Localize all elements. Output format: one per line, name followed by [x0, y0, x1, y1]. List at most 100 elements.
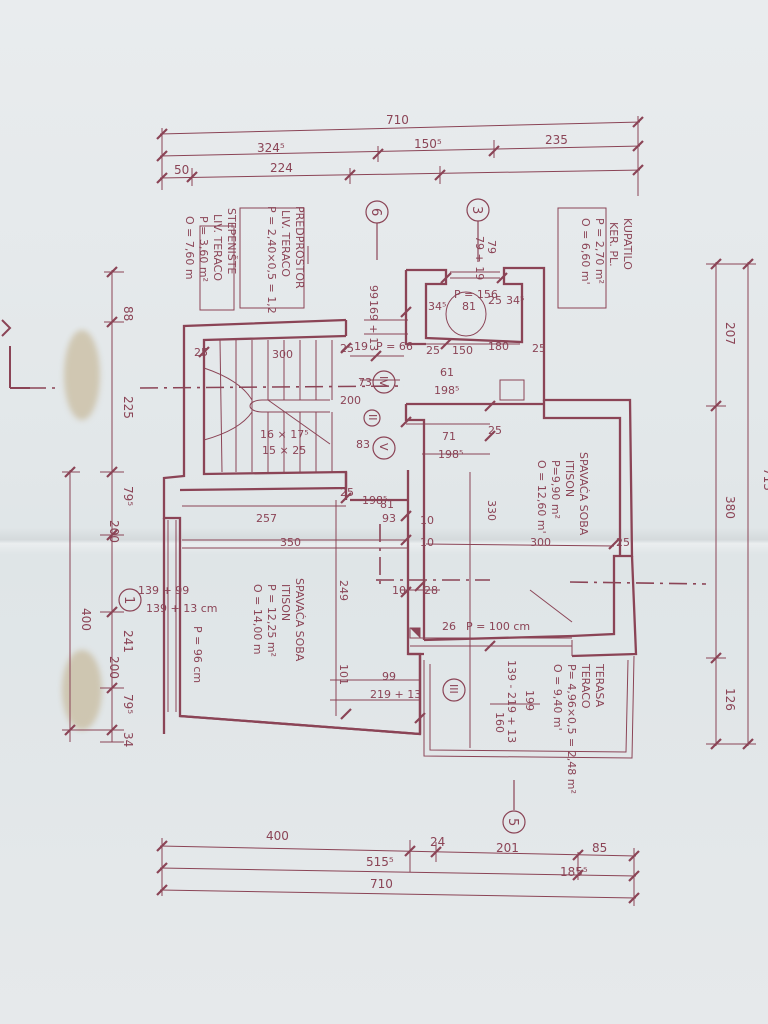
dim-99-a: 99	[367, 285, 380, 299]
spavaca2-line-4: O = 14,00 m	[251, 584, 264, 655]
dim-81-b: 81	[380, 498, 394, 511]
dim-25-a: 25	[194, 346, 208, 359]
spavaca1-line-2: ITISON	[563, 460, 576, 497]
dim-300-stair: 300	[272, 348, 293, 361]
dim-180: 180	[488, 340, 509, 353]
staircase	[203, 339, 333, 473]
center-lines	[28, 385, 707, 590]
axis-label-5: 5	[505, 818, 520, 826]
paper-stain	[64, 330, 100, 420]
terasa-line-3: P= 4,96×0,5 = 2,48 m²	[565, 664, 578, 794]
dim-left-400: 400	[79, 608, 93, 631]
stepeniste-line-3: P = 3,60 m²	[197, 216, 210, 282]
top-dimension-chain	[156, 116, 644, 196]
dim-top-total: 710	[386, 113, 409, 127]
axis-label-6: 6	[368, 208, 383, 216]
dim-139-99: 139 + 99	[138, 584, 189, 597]
mark-iii: III	[447, 684, 460, 694]
spavaca1-line-1: SPAVAĆA SOBA	[577, 452, 590, 536]
dim-right-total: 713	[761, 468, 768, 491]
dim-25-g: 25	[340, 486, 354, 499]
dim-top-sub-b: 224	[270, 161, 293, 175]
dim-p66: P = 66	[376, 340, 413, 353]
dim-10-a: 10	[420, 514, 434, 527]
dim-bottom-seg-a: 515⁵	[366, 855, 394, 869]
dim-25-e: 25	[488, 294, 502, 307]
dim-1985-a: 198⁵	[434, 384, 459, 397]
stepeniste-line-4: O = 7,60 m	[183, 216, 196, 280]
dim-101: 101	[337, 664, 350, 685]
dim-25-h: 25	[616, 536, 630, 549]
dim-81-a: 81	[462, 300, 476, 313]
dim-169: 169 + 13	[367, 300, 380, 351]
dim-right-380: 380	[723, 496, 737, 519]
paper-stain	[62, 650, 102, 730]
dim-top-sub-a: 50	[174, 163, 189, 177]
terasa-line-2: TERACO	[579, 663, 592, 709]
dim-top-seg-a: 324⁵	[257, 141, 285, 155]
predprostor-line-1: PREDPROSTOR	[293, 206, 306, 289]
dim-345-a: 34⁵	[428, 300, 446, 313]
dim-73: 73	[358, 376, 372, 389]
left-dimension-chain	[62, 266, 124, 743]
inner-dimension-texts: 300 25 25 16 × 17⁵ 15 × 25 99 169 + 13 7…	[138, 236, 630, 743]
kupatilo-line-2: KER. PL.	[607, 222, 620, 267]
mark-ii: II	[366, 414, 379, 421]
dim-99-b: 99	[382, 670, 396, 683]
corner-marker	[409, 627, 421, 639]
room-label-kupatilo: KUPATILO KER. PL. P = 2,70 m² O = 6,60 m…	[579, 218, 634, 285]
room-label-spavaca-2: SPAVAĆA SOBA ITISON P = 12,25 m² O = 14,…	[251, 578, 306, 662]
dim-79: 79	[485, 240, 498, 254]
dim-1985-b: 198⁵	[438, 448, 463, 461]
spavaca2-line-2: ITISON	[279, 584, 292, 621]
mark-iv: IV	[377, 376, 390, 387]
dim-bottom-sub-c: 201	[496, 841, 519, 855]
right-dimension-chain	[706, 258, 756, 750]
dim-25-d: 25	[532, 342, 546, 355]
room-label-predprostor: PREDPROSTOR LIV. TERACO P = 2,40×0,5 = 1…	[265, 206, 306, 314]
predprostor-line-3: P = 2,40×0,5 = 1,2	[265, 206, 278, 314]
dim-left-241: 241	[121, 630, 135, 653]
dim-left-34: 34	[121, 732, 135, 747]
stepeniste-line-1: STEPENIŠTE	[225, 208, 238, 274]
dim-1985-c: 198⁵	[362, 494, 387, 507]
dim-bottom-sub-a: 400	[266, 829, 289, 843]
spavaca2-line-1: SPAVAĆA SOBA	[293, 578, 306, 662]
dim-249: 249	[337, 580, 350, 601]
left-dimension-texts: 88 225 79⁵ 200 400 241 200 79⁵ 34	[79, 306, 135, 747]
dim-25-f: 25	[488, 424, 502, 437]
dim-p156: P = 156	[454, 288, 498, 301]
terasa-line-1: TERASA	[593, 663, 606, 708]
dim-left-88: 88	[121, 306, 135, 321]
dim-350: 350	[280, 536, 301, 549]
right-dimension-texts: 713 207 380 126	[723, 322, 768, 711]
dim-left-225: 225	[121, 396, 135, 419]
terrace-outline	[423, 640, 635, 759]
dim-left-200-b: 200	[107, 656, 121, 679]
dim-83: 83	[356, 438, 370, 451]
axis-label-1: 1	[121, 596, 136, 604]
walls	[162, 266, 638, 736]
dim-199: 199	[523, 690, 536, 711]
dim-93: 93	[382, 512, 396, 525]
dim-left-200-a: 200	[107, 520, 121, 543]
room-label-spavaca-1: SPAVAĆA SOBA ITISON P=9,90 m² O = 12,60 …	[535, 452, 590, 536]
dim-bottom-sub-d: 85	[592, 841, 607, 855]
dim-right-207: 207	[723, 322, 737, 345]
interior-details	[167, 207, 615, 748]
dim-p100: P = 100 cm	[466, 620, 530, 633]
dim-150: 150	[452, 344, 473, 357]
dim-28: 28	[424, 584, 438, 597]
dim-stair-step: 16 × 17⁵	[260, 428, 309, 441]
predprostor-line-2: LIV. TERACO	[279, 210, 292, 277]
dim-71: 71	[442, 430, 456, 443]
interior-ticks	[198, 272, 620, 724]
roman-markers: IV II V III	[366, 376, 460, 694]
dim-top-seg-c: 235	[545, 133, 568, 147]
axis-labels: 6 3 1 5	[121, 206, 520, 826]
bottom-dimension-chain	[156, 838, 640, 906]
bottom-dimension-texts: 400 24 201 85 515⁵ 185⁵ 710	[266, 829, 607, 891]
dim-300-bed: 300	[530, 536, 551, 549]
